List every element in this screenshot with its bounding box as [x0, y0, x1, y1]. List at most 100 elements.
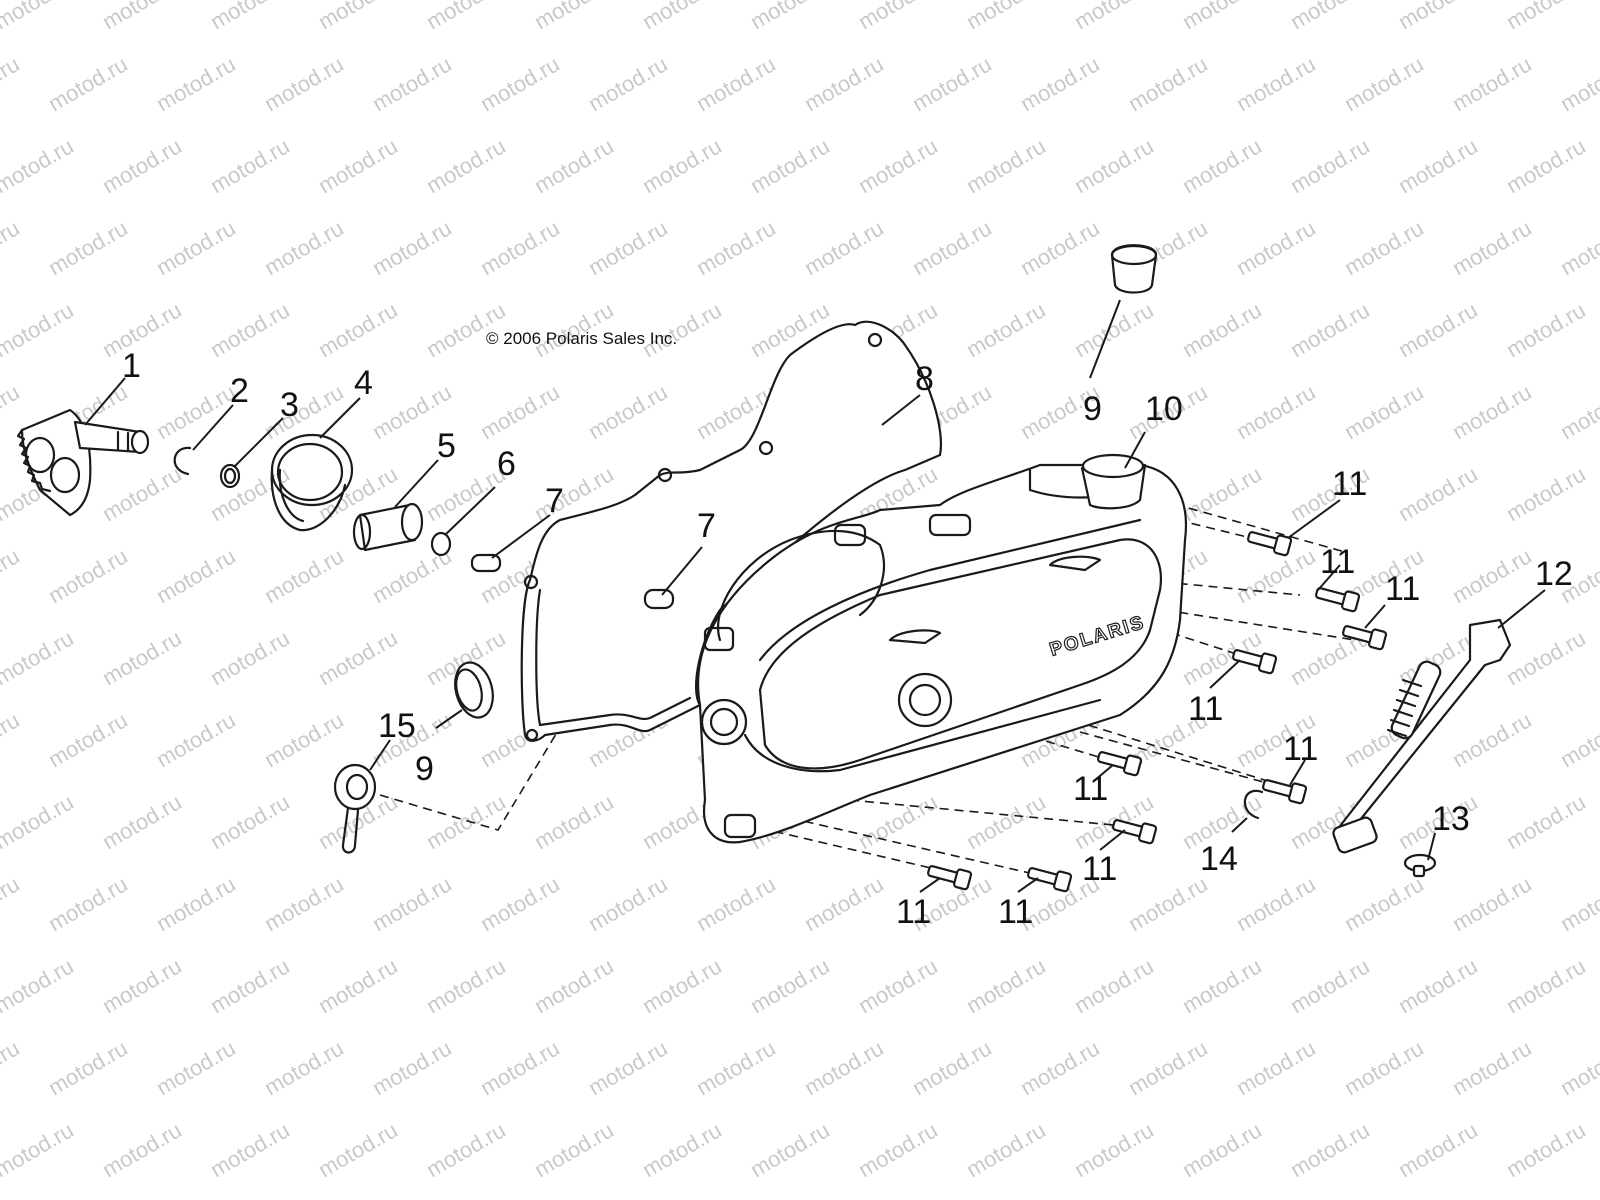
- callout-11h: 11: [896, 893, 931, 931]
- watermark-text: motod.ru: [962, 133, 1050, 198]
- watermark-text: motod.ru: [1448, 51, 1536, 116]
- callout-1: 1: [122, 347, 141, 385]
- watermark-text: motod.ru: [314, 953, 402, 1018]
- watermark-text: motod.ru: [368, 215, 456, 280]
- watermark-text: motod.ru: [1556, 51, 1600, 116]
- watermark-text: motod.ru: [584, 215, 672, 280]
- watermark-text: motod.ru: [584, 1035, 672, 1100]
- watermark-text: motod.ru: [44, 1035, 132, 1100]
- callout-9: 9: [1083, 390, 1102, 428]
- clutch-cover: POLARIS: [697, 463, 1187, 844]
- callout-11e: 11: [1283, 730, 1318, 768]
- washer: [219, 463, 241, 489]
- fill-tube-opening: [1081, 453, 1145, 479]
- callout-13: 13: [1432, 800, 1470, 838]
- watermark-text: motod.ru: [206, 133, 294, 198]
- watermark-text: motod.ru: [206, 1117, 294, 1182]
- watermark-text: motod.ru: [530, 789, 618, 854]
- watermark-text: motod.ru: [1016, 51, 1104, 116]
- watermark-text: motod.ru: [1178, 133, 1266, 198]
- watermark-text: motod.ru: [962, 297, 1050, 362]
- watermark-text: motod.ru: [260, 1035, 348, 1100]
- cover-bolts: [927, 531, 1388, 893]
- watermark-text: motod.ru: [1232, 871, 1320, 936]
- kick-spring: [270, 433, 354, 532]
- watermark-text: motod.ru: [638, 1117, 726, 1182]
- watermark-text: motod.ru: [1070, 133, 1158, 198]
- watermark-text: motod.ru: [1556, 215, 1600, 280]
- watermark-text: motod.ru: [800, 215, 888, 280]
- callout-labels: 1 2 3 4 5 6 7 7 8 9 9 10 11 11 11 11 11 …: [122, 347, 1573, 931]
- watermark-text: motod.ru: [476, 871, 564, 936]
- watermark-text: motod.ru: [692, 215, 780, 280]
- watermark-text: motod.ru: [0, 625, 78, 690]
- watermark-text: motod.ru: [44, 707, 132, 772]
- watermark-text: motod.ru: [98, 297, 186, 362]
- watermark-text: motod.ru: [1232, 51, 1320, 116]
- watermark-text: motod.ru: [530, 0, 618, 34]
- watermark-text: motod.ru: [1286, 297, 1374, 362]
- gasket-inner-line: [535, 588, 692, 727]
- watermark-text: motod.ru: [1124, 1035, 1212, 1100]
- callout-11c: 11: [1385, 570, 1420, 608]
- watermark-text: motod.ru: [44, 51, 132, 116]
- speed-sensor: [333, 763, 377, 854]
- watermark-text: motod.ru: [98, 133, 186, 198]
- callout-2: 2: [230, 372, 249, 410]
- watermark-text: motod.ru: [1340, 379, 1428, 444]
- callout-9b: 9: [415, 750, 434, 788]
- watermark-text: motod.ru: [1448, 543, 1536, 608]
- leader-lines: [84, 299, 1546, 893]
- watermark-text: motod.ru: [422, 789, 510, 854]
- watermark-text: motod.ru: [314, 0, 402, 34]
- callout-8: 8: [915, 360, 934, 398]
- watermark-text: motod.ru: [1070, 953, 1158, 1018]
- callout-11a: 11: [1332, 465, 1367, 503]
- watermark-text: motod.ru: [800, 51, 888, 116]
- bushing: [352, 502, 424, 552]
- watermark-text: motod.ru: [314, 297, 402, 362]
- watermark-text: motod.ru: [1340, 215, 1428, 280]
- watermark-text: motod.ru: [530, 133, 618, 198]
- callout-11g: 11: [1082, 850, 1117, 888]
- watermark-text: motod.ru: [854, 133, 942, 198]
- watermark-text: motod.ru: [638, 133, 726, 198]
- watermark-text: motod.ru: [0, 215, 24, 280]
- watermark-text: motod.ru: [1340, 1035, 1428, 1100]
- watermark-text: motod.ru: [638, 953, 726, 1018]
- watermark-text: motod.ru: [0, 0, 78, 34]
- watermark-text: motod.ru: [1016, 1035, 1104, 1100]
- callout-10: 10: [1145, 390, 1183, 428]
- callout-15: 15: [378, 707, 416, 745]
- retaining-clip: [1243, 789, 1264, 820]
- watermark-text: motod.ru: [1394, 133, 1482, 198]
- callout-11b: 11: [1320, 543, 1355, 581]
- watermark-text: motod.ru: [854, 789, 942, 854]
- dowel-pin: [643, 588, 675, 610]
- watermark-text: motod.ru: [584, 51, 672, 116]
- watermark-text: motod.ru: [1232, 215, 1320, 280]
- watermark-text: motod.ru: [476, 215, 564, 280]
- watermark-text: motod.ru: [962, 953, 1050, 1018]
- watermark-text: motod.ru: [1556, 707, 1600, 772]
- watermark-text: motod.ru: [152, 871, 240, 936]
- watermark-text: motod.ru: [422, 133, 510, 198]
- watermark-text: motod.ru: [476, 379, 564, 444]
- watermark-text: motod.ru: [98, 1117, 186, 1182]
- watermark-text: motod.ru: [422, 953, 510, 1018]
- watermark-text: motod.ru: [1340, 871, 1428, 936]
- watermark-text: motod.ru: [314, 1117, 402, 1182]
- watermark-text: motod.ru: [1016, 215, 1104, 280]
- watermark-text: motod.ru: [206, 0, 294, 34]
- watermark-text: motod.ru: [1286, 0, 1374, 34]
- watermark-text: motod.ru: [206, 625, 294, 690]
- gasket-outline: [520, 320, 942, 742]
- watermark-text: motod.ru: [260, 707, 348, 772]
- watermark-text: motod.ru: [1178, 297, 1266, 362]
- watermark-text: motod.ru: [152, 215, 240, 280]
- watermark-text: motod.ru: [0, 1117, 78, 1182]
- watermark-text: motod.ru: [1394, 1117, 1482, 1182]
- gasket-hole: [657, 467, 673, 483]
- watermark-text: motod.ru: [1502, 953, 1590, 1018]
- watermark-text: motod.ru: [368, 543, 456, 608]
